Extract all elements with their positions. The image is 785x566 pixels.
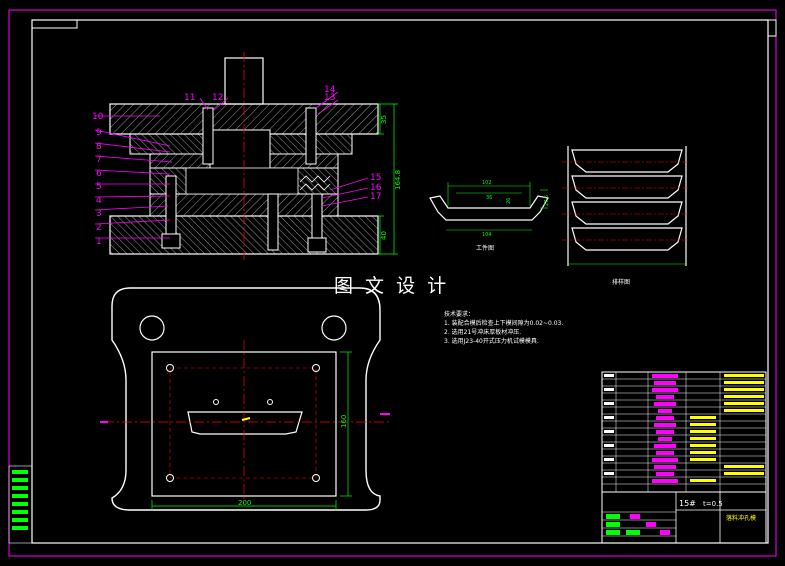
callout-7: 7 <box>96 155 102 165</box>
dim-top-plate: 35 <box>380 115 388 124</box>
blank-1 <box>571 149 683 173</box>
callout-12: 12 <box>212 93 223 103</box>
dim-plan-height: 160 <box>340 415 348 428</box>
dim-total-height: 164.8 <box>394 170 402 190</box>
drawing-border <box>31 19 769 544</box>
callout-leaders <box>94 91 369 239</box>
plan-dimensions <box>151 351 352 510</box>
dim-plan-width: 200 <box>238 499 251 507</box>
callout-13: 13 <box>324 93 335 103</box>
central-punch <box>209 129 271 171</box>
screw-hole <box>166 474 174 482</box>
title-drawing-name: 落料冲孔模 <box>726 514 756 522</box>
callout-5: 5 <box>96 182 102 192</box>
part-view-label: 工件图 <box>476 244 494 252</box>
callout-15: 15 <box>370 173 381 183</box>
screw-left <box>202 107 214 165</box>
technical-notes: 技术要求： 1. 装配合模后检查上下模间隙为0.02~0.03. 2. 选用21… <box>444 310 563 345</box>
callout-14: 14 <box>324 85 336 95</box>
callout-9: 9 <box>96 128 102 138</box>
die-plate-outline <box>151 351 337 497</box>
pin-hole <box>213 399 219 405</box>
guide-hole-left <box>139 315 165 341</box>
bill-of-materials <box>601 371 767 493</box>
note-2: 2. 选用21号冲床厚板材冲压. <box>444 328 521 336</box>
guide-pin-mid <box>267 193 279 251</box>
screw-hole <box>312 364 320 372</box>
dim-bottom-plate: 40 <box>380 231 388 240</box>
callout-8: 8 <box>96 142 102 152</box>
layout-view-label: 排样图 <box>612 278 630 286</box>
die-cavity <box>187 411 303 435</box>
die-section-view <box>109 52 379 262</box>
callout-2: 2 <box>96 223 102 233</box>
watermark-text: 图 文 设 计 <box>334 275 449 297</box>
dim-part-mid: 36 <box>486 195 492 201</box>
dim-part-bottom: 104 <box>482 232 492 238</box>
blank-2 <box>571 175 683 199</box>
strip-layout: 排样图 <box>562 146 690 286</box>
pin-hole <box>267 399 273 405</box>
screw-hole <box>312 474 320 482</box>
part-profile <box>429 195 549 221</box>
guide-hole-right <box>321 315 347 341</box>
dim-part-top: 102 <box>482 180 492 186</box>
callout-17: 17 <box>370 192 381 202</box>
corner-tab-right <box>767 19 777 37</box>
callout-6: 6 <box>96 169 102 179</box>
callout-4: 4 <box>96 196 102 206</box>
note-1: 1. 装配合模后检查上下模间隙为0.02~0.03. <box>444 319 563 327</box>
title-thickness: t=0.5 <box>703 500 723 508</box>
blank-4 <box>571 227 683 251</box>
dim-part-side-1: 26 <box>506 198 512 204</box>
lower-die-outline <box>111 287 381 511</box>
callout-numbers: 1 2 3 4 5 6 7 8 9 10 11 12 13 14 15 16 1… <box>92 85 382 247</box>
callout-1: 1 <box>96 237 102 247</box>
callout-10: 10 <box>92 112 104 122</box>
screw-right <box>305 107 317 165</box>
corner-tab <box>31 19 78 29</box>
section-dimensions <box>378 103 398 255</box>
part-drawing: 102 36 104 26 27.5 工件图 <box>429 180 550 252</box>
die-plan-view <box>100 287 392 511</box>
dim-part-side-2: 27.5 <box>544 195 550 206</box>
screw-hole <box>166 364 174 372</box>
callout-11: 11 <box>184 93 195 103</box>
callout-3: 3 <box>96 209 102 219</box>
title-quantity: 15# <box>679 499 696 508</box>
note-3: 3. 选用J23-40开式压力机试模模具. <box>444 337 539 345</box>
blank-3 <box>571 201 683 225</box>
notes-heading: 技术要求： <box>444 310 474 318</box>
title-block: 15# t=0.5 落料冲孔模 <box>601 491 767 544</box>
outer-frame <box>8 9 777 557</box>
callout-16: 16 <box>370 183 382 193</box>
revision-strip <box>8 465 33 544</box>
